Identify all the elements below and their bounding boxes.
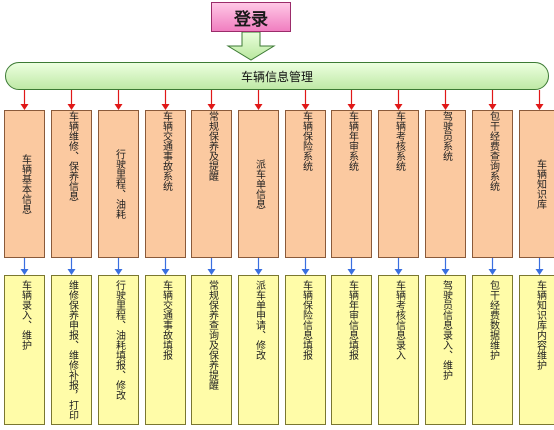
- red-down-arrow: [254, 90, 263, 110]
- module-box[interactable]: 车辆年审系统: [331, 110, 372, 258]
- function-label: 车辆录入、维护: [19, 280, 31, 350]
- blue-down-arrow: [207, 258, 216, 275]
- blue-down-arrow: [347, 258, 356, 275]
- function-label: 常规保养查询及保养提醒: [206, 280, 218, 390]
- module-box[interactable]: 常规保养及提醒: [191, 110, 232, 258]
- vehicle-info-management-bar: 车辆信息管理: [5, 62, 549, 90]
- blue-down-arrow: [441, 258, 450, 275]
- module-box[interactable]: 驾驶员系统: [425, 110, 466, 258]
- red-down-arrow: [67, 90, 76, 110]
- function-box[interactable]: 车辆保险信息填报: [285, 275, 326, 425]
- blue-down-arrow: [114, 258, 123, 275]
- module-box[interactable]: 车辆考核系统: [378, 110, 419, 258]
- function-box[interactable]: 派车单申请、修改: [238, 275, 279, 425]
- red-down-arrow: [394, 90, 403, 110]
- module-label: 包干经费查询系统: [487, 111, 499, 191]
- module-label: 常规保养及提醒: [206, 111, 218, 181]
- function-label: 车辆年审信息填报: [346, 280, 358, 360]
- flow-down-arrow: [226, 31, 276, 61]
- root-title: 车辆信息管理: [240, 69, 313, 84]
- module-box[interactable]: 车辆保险系统: [285, 110, 326, 258]
- red-down-arrow: [347, 90, 356, 110]
- function-box[interactable]: 车辆录入、维护: [4, 275, 45, 425]
- module-box[interactable]: 包干经费查询系统: [472, 110, 513, 258]
- module-label: 车辆维修、保养信息: [66, 111, 78, 201]
- function-box[interactable]: 行驶里程、油耗填报、修改: [98, 275, 139, 425]
- blue-down-arrow: [20, 258, 29, 275]
- function-box[interactable]: 车辆年审信息填报: [331, 275, 372, 425]
- function-box[interactable]: 常规保养查询及保养提醒: [191, 275, 232, 425]
- function-box[interactable]: 车辆知识库内容维护: [519, 275, 554, 425]
- blue-down-arrow: [488, 258, 497, 275]
- module-box[interactable]: 行驶里程、油耗: [98, 110, 139, 258]
- red-down-arrow: [535, 90, 544, 110]
- module-box[interactable]: 车辆知识库: [519, 110, 554, 258]
- function-label: 车辆交通事故填报: [160, 280, 172, 360]
- blue-down-arrow: [67, 258, 76, 275]
- blue-down-arrow: [535, 258, 544, 275]
- blue-down-arrow: [394, 258, 403, 275]
- function-box[interactable]: 包干经费数据维护: [472, 275, 513, 425]
- module-box[interactable]: 车辆交通事故系统: [145, 110, 186, 258]
- function-label: 维修保养申报、维修补报，打印: [66, 280, 78, 420]
- function-label: 行驶里程、油耗填报、修改: [113, 280, 125, 400]
- module-box[interactable]: 车辆维修、保养信息: [51, 110, 92, 258]
- module-box[interactable]: 派车单信息: [238, 110, 279, 258]
- function-label: 包干经费数据维护: [487, 280, 499, 360]
- module-label: 行驶里程、油耗: [113, 149, 125, 219]
- module-label: 车辆保险系统: [300, 111, 312, 171]
- blue-down-arrow: [161, 258, 170, 275]
- module-label: 车辆考核系统: [393, 111, 405, 171]
- red-down-arrow: [161, 90, 170, 110]
- function-label: 车辆保险信息填报: [300, 280, 312, 360]
- blue-down-arrow: [254, 258, 263, 275]
- module-label: 车辆交通事故系统: [160, 111, 172, 191]
- module-box[interactable]: 车辆基本信息: [4, 110, 45, 258]
- red-down-arrow: [488, 90, 497, 110]
- function-label: 车辆知识库内容维护: [534, 280, 546, 370]
- function-box[interactable]: 车辆考核信息录入: [378, 275, 419, 425]
- function-box[interactable]: 车辆交通事故填报: [145, 275, 186, 425]
- blue-down-arrow: [301, 258, 310, 275]
- function-label: 派车单申请、修改: [253, 280, 265, 360]
- red-down-arrow: [114, 90, 123, 110]
- red-down-arrow: [20, 90, 29, 110]
- module-label: 车辆知识库: [534, 159, 546, 209]
- module-label: 驾驶员系统: [440, 111, 452, 161]
- login-box[interactable]: 登录: [211, 2, 291, 32]
- function-label: 驾驶员信息录入、维护: [440, 280, 452, 380]
- red-down-arrow: [301, 90, 310, 110]
- module-label: 车辆基本信息: [19, 154, 31, 214]
- function-label: 车辆考核信息录入: [393, 280, 405, 360]
- red-down-arrow: [207, 90, 216, 110]
- function-box[interactable]: 驾驶员信息录入、维护: [425, 275, 466, 425]
- module-label: 车辆年审系统: [346, 111, 358, 171]
- module-label: 派车单信息: [253, 159, 265, 209]
- login-label: 登录: [234, 9, 268, 30]
- function-box[interactable]: 维修保养申报、维修补报，打印: [51, 275, 92, 425]
- red-down-arrow: [441, 90, 450, 110]
